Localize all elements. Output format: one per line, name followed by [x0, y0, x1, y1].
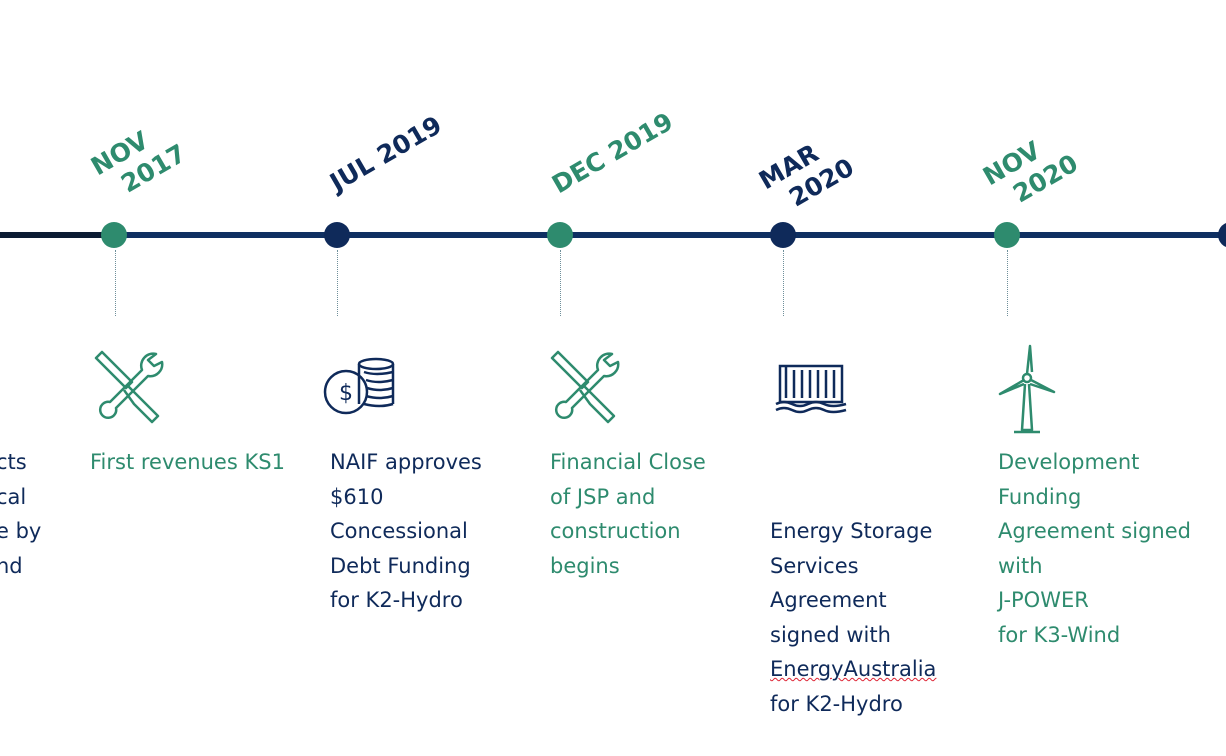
milestone-dot — [1218, 222, 1226, 248]
milestone-stem — [1007, 250, 1008, 316]
milestone-date: MAR 2020 — [754, 138, 859, 222]
milestone-stem — [115, 250, 116, 316]
milestone-description: First revenues KS1 — [90, 450, 285, 474]
milestone-description: Development Funding Agreement signed wit… — [998, 450, 1191, 647]
power-station-icon — [775, 364, 847, 414]
milestone-stem — [783, 250, 784, 316]
milestone-stem — [337, 250, 338, 316]
svg-text:$: $ — [339, 381, 353, 406]
milestone-dot — [994, 222, 1020, 248]
milestone-description: NAIF approves $610 Concessional Debt Fun… — [330, 450, 482, 612]
milestone-dot — [770, 222, 796, 248]
milestone-dot — [101, 222, 127, 248]
tools-icon — [94, 350, 164, 424]
milestone-dot — [324, 222, 350, 248]
milestone-date: JUL 2019 — [325, 110, 447, 198]
milestone-description-partial: cts cal e by nd — [0, 450, 42, 578]
milestone-date: DEC 2019 — [547, 106, 678, 200]
tools-icon — [550, 350, 620, 424]
milestone-stem — [560, 250, 561, 316]
milestone-date: NOV 2020 — [978, 135, 1083, 218]
milestone-date: NOV 2017 — [86, 125, 191, 208]
milestone-dot — [547, 222, 573, 248]
milestone-description: Financial Close of JSP and construction … — [550, 450, 706, 578]
wind-turbine-icon — [998, 344, 1056, 434]
timeline-axis — [0, 232, 1226, 238]
coins-icon: $ — [323, 357, 395, 415]
timeline-axis-segment — [0, 232, 120, 238]
